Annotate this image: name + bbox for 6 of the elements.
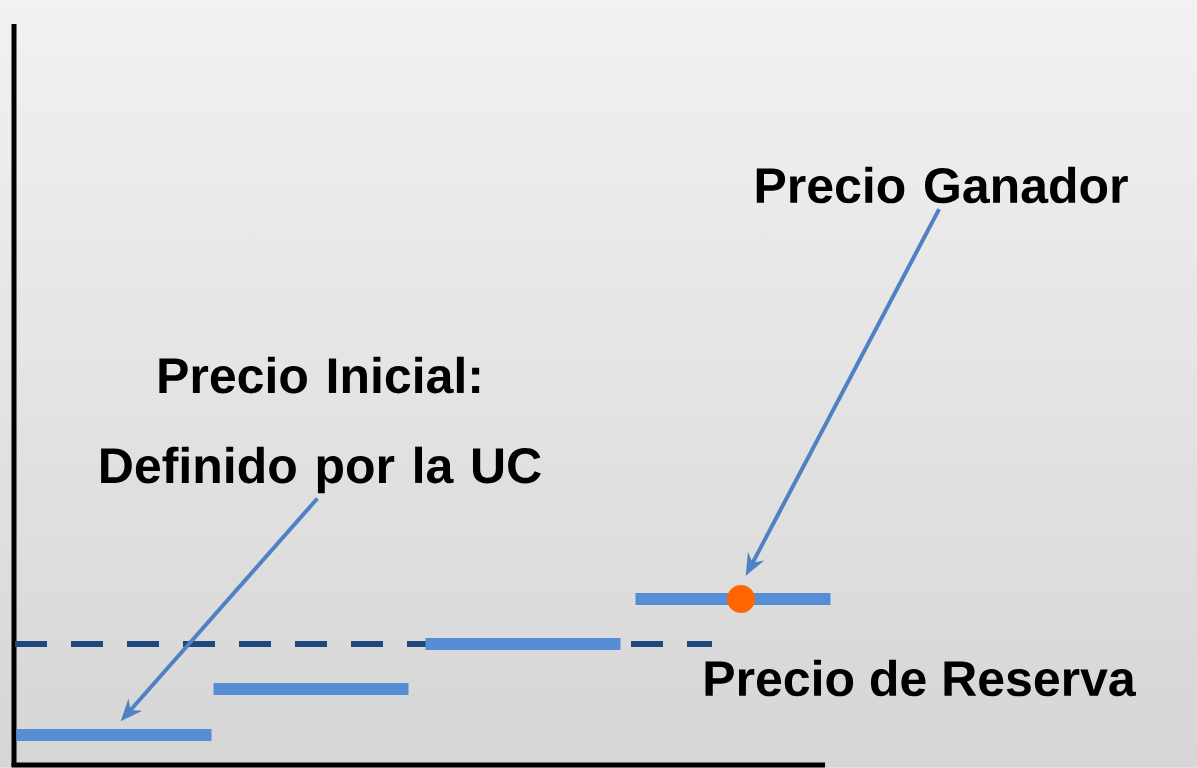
price-bar <box>425 638 621 650</box>
winning-dot <box>727 585 755 613</box>
annotation-text: Precio Inicial: Definido por la UC <box>101 356 541 494</box>
reserve-price-label: Precio de Reserva <box>705 659 1136 697</box>
price-bar <box>213 683 409 695</box>
annotation-text: Precio Ganador <box>756 166 1128 204</box>
